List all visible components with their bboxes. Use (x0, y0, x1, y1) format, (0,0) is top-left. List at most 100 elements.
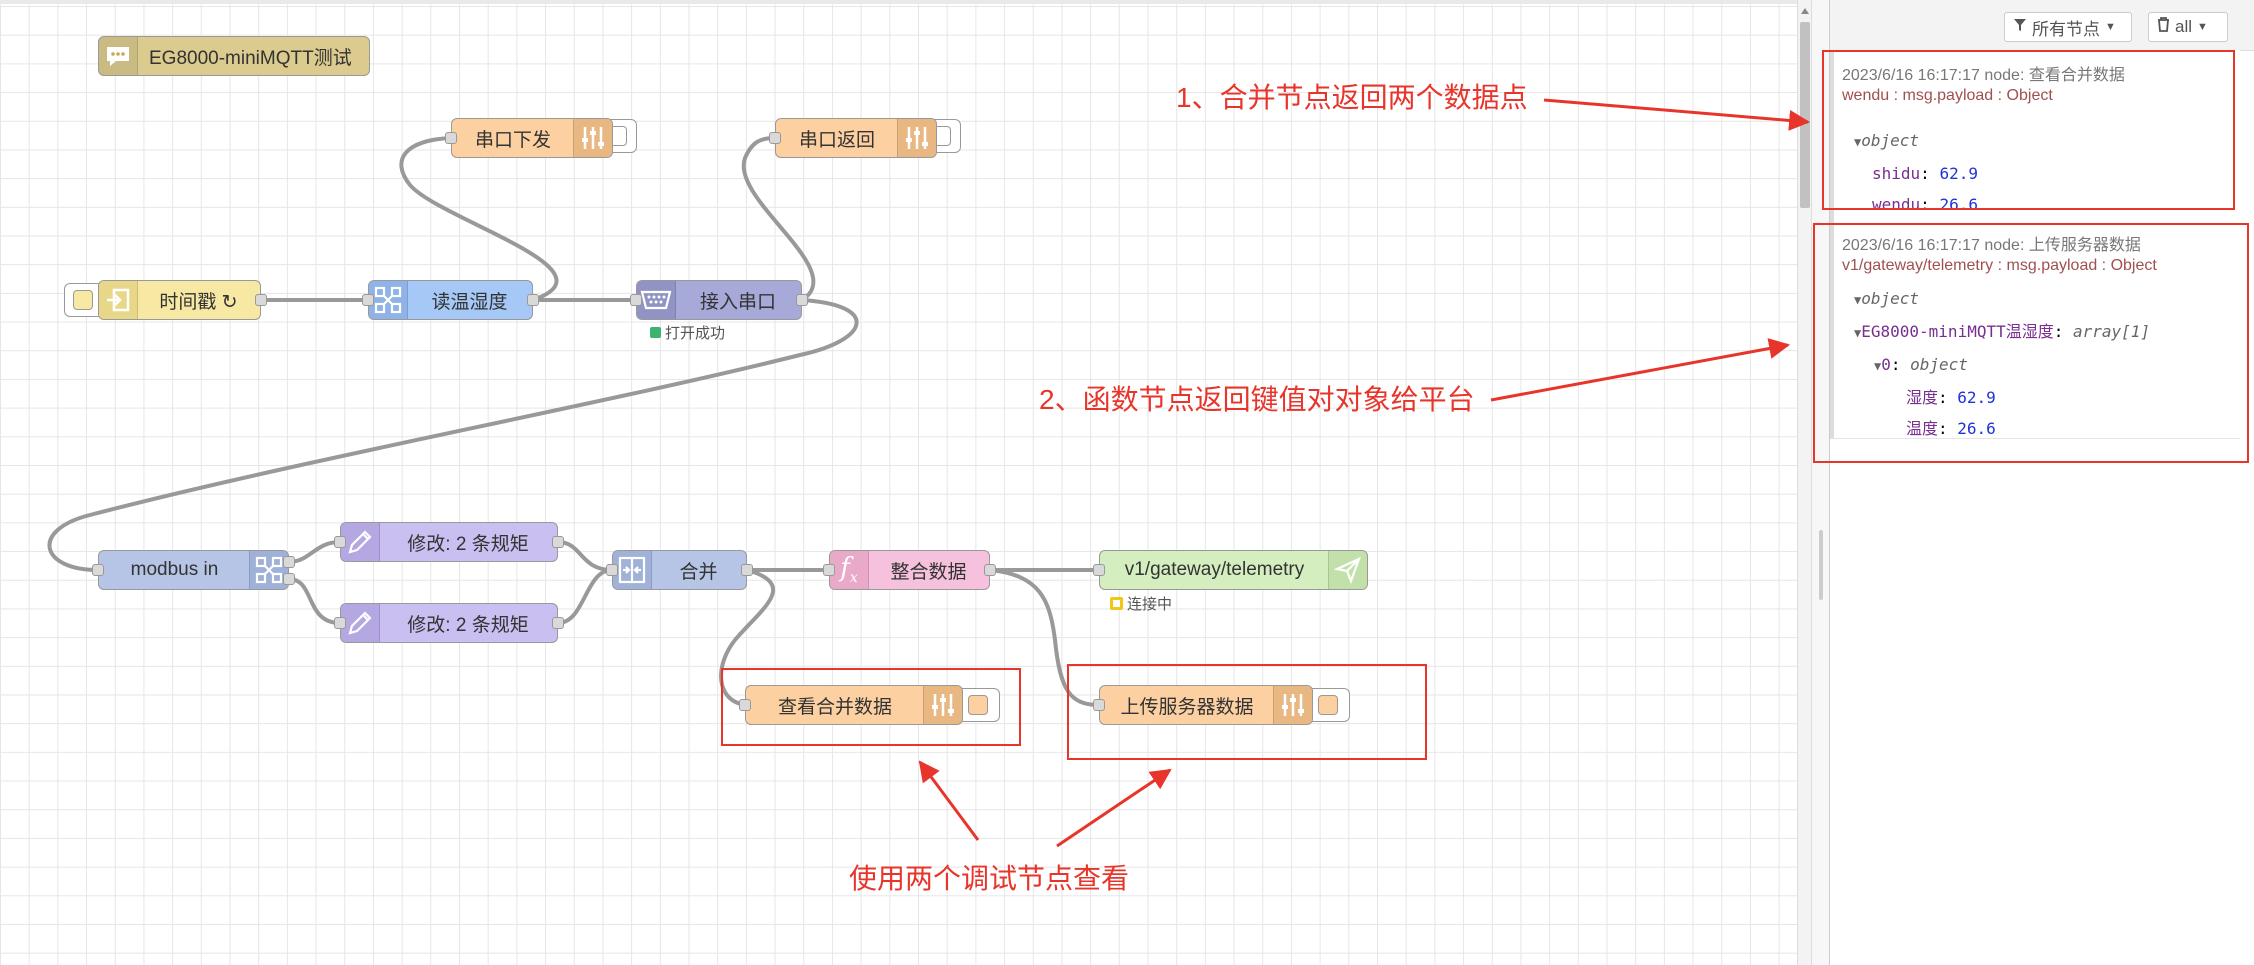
status-dot-green (650, 327, 661, 338)
wire-change2-join (556, 568, 614, 625)
join-input-port[interactable] (606, 564, 618, 576)
message-topic: wendu : msg.payload : Object (1842, 87, 2053, 104)
change-1-output-port[interactable] (552, 536, 564, 548)
serial-port-icon (637, 281, 676, 319)
inject-icon (99, 281, 138, 319)
wire-modbus-change2 (287, 577, 342, 625)
status-ring-yellow (1110, 597, 1123, 610)
function-node[interactable]: fx 整合数据 (829, 550, 990, 590)
modbus-in-label: modbus in (130, 559, 219, 580)
modbus-in-node[interactable]: modbus in (98, 550, 289, 590)
wire-modbus-change1 (287, 540, 342, 564)
debug-merge-label: 查看合并数据 (777, 696, 892, 718)
modbus-in-output-port-1[interactable] (283, 556, 295, 568)
join-output-port[interactable] (741, 564, 753, 576)
filter-icon (2013, 17, 2027, 37)
comment-icon (99, 37, 138, 75)
read-temp-node[interactable]: 读温湿度 (368, 280, 533, 320)
send-icon (1328, 551, 1367, 589)
message-meta: 2023/6/16 16:17:17 node: 上传服务器数据 (1842, 237, 2141, 254)
join-icon (613, 551, 652, 589)
serial-out-input-port[interactable] (445, 132, 457, 144)
message-meta: 2023/6/16 16:17:17 node: 查看合并数据 (1842, 67, 2125, 84)
serial-in-label: 接入串口 (699, 291, 776, 313)
serial-return-node[interactable]: 串口返回 (775, 118, 937, 158)
expand-triangle-icon[interactable]: ▼ (1854, 135, 1862, 149)
splitter-grip[interactable] (1819, 530, 1823, 600)
serial-out-label: 串口下发 (474, 129, 551, 151)
tree-root-row[interactable]: ▼object (1854, 131, 1920, 150)
change-node-2[interactable]: 修改: 2 条规矩 (340, 603, 558, 643)
change-node-1[interactable]: 修改: 2 条规矩 (340, 522, 558, 562)
function-icon: fx (830, 551, 869, 589)
sliders-icon (897, 119, 936, 157)
debug-sidebar: 所有节点 ▼ all ▼ 2023/6/16 16:17:17 node: 查看… (1829, 0, 2254, 965)
serial-in-status: 打开成功 (650, 322, 725, 343)
annotation-note-2: 2、函数节点返回键值对对象给平台 (1039, 384, 1475, 415)
wire-function-debugupload (988, 568, 1101, 707)
tree-root-row[interactable]: ▼object (1854, 289, 1920, 308)
expand-triangle-icon[interactable]: ▼ (1854, 293, 1862, 307)
serial-return-input-port[interactable] (769, 132, 781, 144)
mqtt-out-label: v1/gateway/telemetry (1124, 559, 1305, 580)
read-temp-label: 读温湿度 (431, 291, 508, 313)
read-temp-output-port[interactable] (527, 294, 539, 306)
mqtt-out-status-text: 连接中 (1127, 596, 1173, 613)
clear-messages-button[interactable]: all ▼ (2148, 12, 2228, 42)
join-node[interactable]: 合并 (612, 550, 747, 590)
debug-message-1[interactable]: 2023/6/16 16:17:17 node: 查看合并数据 wendu : … (1830, 50, 2240, 221)
tree-item-row[interactable]: ▼0: object (1874, 355, 1968, 374)
serial-out-node[interactable]: 串口下发 (451, 118, 613, 158)
comment-node-text: EG8000-miniMQTT测试 (149, 47, 352, 69)
message-left-bar (1830, 220, 1834, 438)
wire-change1-join (556, 540, 614, 572)
tree-prop-row: 温度: 26.6 (1906, 419, 1996, 438)
inject-node[interactable]: 时间戳 ↻ (98, 280, 261, 320)
change-2-output-port[interactable] (552, 617, 564, 629)
canvas-vertical-scrollbar[interactable] (1797, 0, 1812, 965)
modbus-in-output-port-2[interactable] (283, 573, 295, 585)
trash-icon (2157, 17, 2170, 37)
debug-merge-toggle[interactable] (968, 695, 988, 715)
inject-output-port[interactable] (255, 294, 267, 306)
debug-upload-node[interactable]: 上传服务器数据 (1099, 685, 1313, 725)
caret-down-icon: ▼ (2197, 21, 2208, 33)
change-node-2-label: 修改: 2 条规矩 (407, 614, 529, 636)
serial-in-input-port[interactable] (630, 294, 642, 306)
debug-merge-input-port[interactable] (739, 699, 751, 711)
expand-triangle-icon[interactable]: ▼ (1854, 326, 1862, 340)
message-tree[interactable]: ▼object ▼EG8000-miniMQTT温湿度: array[1] ▼0… (1854, 283, 2150, 444)
sliders-icon (573, 119, 612, 157)
comment-node[interactable]: EG8000-miniMQTT测试 (98, 36, 370, 76)
tree-prop-row: shidu: 62.9 (1872, 164, 1978, 183)
debug-message-2[interactable]: 2023/6/16 16:17:17 node: 上传服务器数据 v1/gate… (1830, 220, 2240, 439)
scrollbar-thumb[interactable] (1800, 22, 1810, 208)
function-input-port[interactable] (823, 564, 835, 576)
annotation-note-1: 1、合并节点返回两个数据点 (1176, 82, 1528, 113)
expand-triangle-icon[interactable]: ▼ (1874, 359, 1882, 373)
debug-upload-toggle[interactable] (1318, 695, 1338, 715)
read-temp-input-port[interactable] (362, 294, 374, 306)
wire-read-serialout (399, 136, 559, 302)
wire-serialin-return (741, 136, 816, 302)
modbus-in-input-port[interactable] (92, 564, 104, 576)
flow-canvas[interactable]: EG8000-miniMQTT测试 串口下发 串口返回 时间戳 ↻ (0, 0, 1797, 965)
highlight-box-message-2 (1813, 223, 2249, 463)
change-1-input-port[interactable] (334, 536, 346, 548)
serial-in-node[interactable]: 接入串口 (636, 280, 802, 320)
caret-down-icon: ▼ (2105, 21, 2116, 33)
debug-upload-input-port[interactable] (1093, 699, 1105, 711)
mqtt-out-input-port[interactable] (1093, 564, 1105, 576)
pencil-icon (341, 604, 380, 642)
filter-nodes-label: 所有节点 (2032, 19, 2100, 39)
inject-trigger-button[interactable] (73, 290, 93, 310)
function-output-port[interactable] (984, 564, 996, 576)
serial-in-output-port[interactable] (796, 294, 808, 306)
mqtt-out-node[interactable]: v1/gateway/telemetry (1099, 550, 1368, 590)
filter-nodes-button[interactable]: 所有节点 ▼ (2004, 12, 2132, 42)
scroll-up-arrow-icon[interactable] (1801, 8, 1809, 14)
tree-array-row[interactable]: ▼EG8000-miniMQTT温湿度: array[1] (1854, 322, 2151, 341)
highlight-box-message-1 (1822, 50, 2235, 210)
change-2-input-port[interactable] (334, 617, 346, 629)
debug-merge-node[interactable]: 查看合并数据 (745, 685, 963, 725)
